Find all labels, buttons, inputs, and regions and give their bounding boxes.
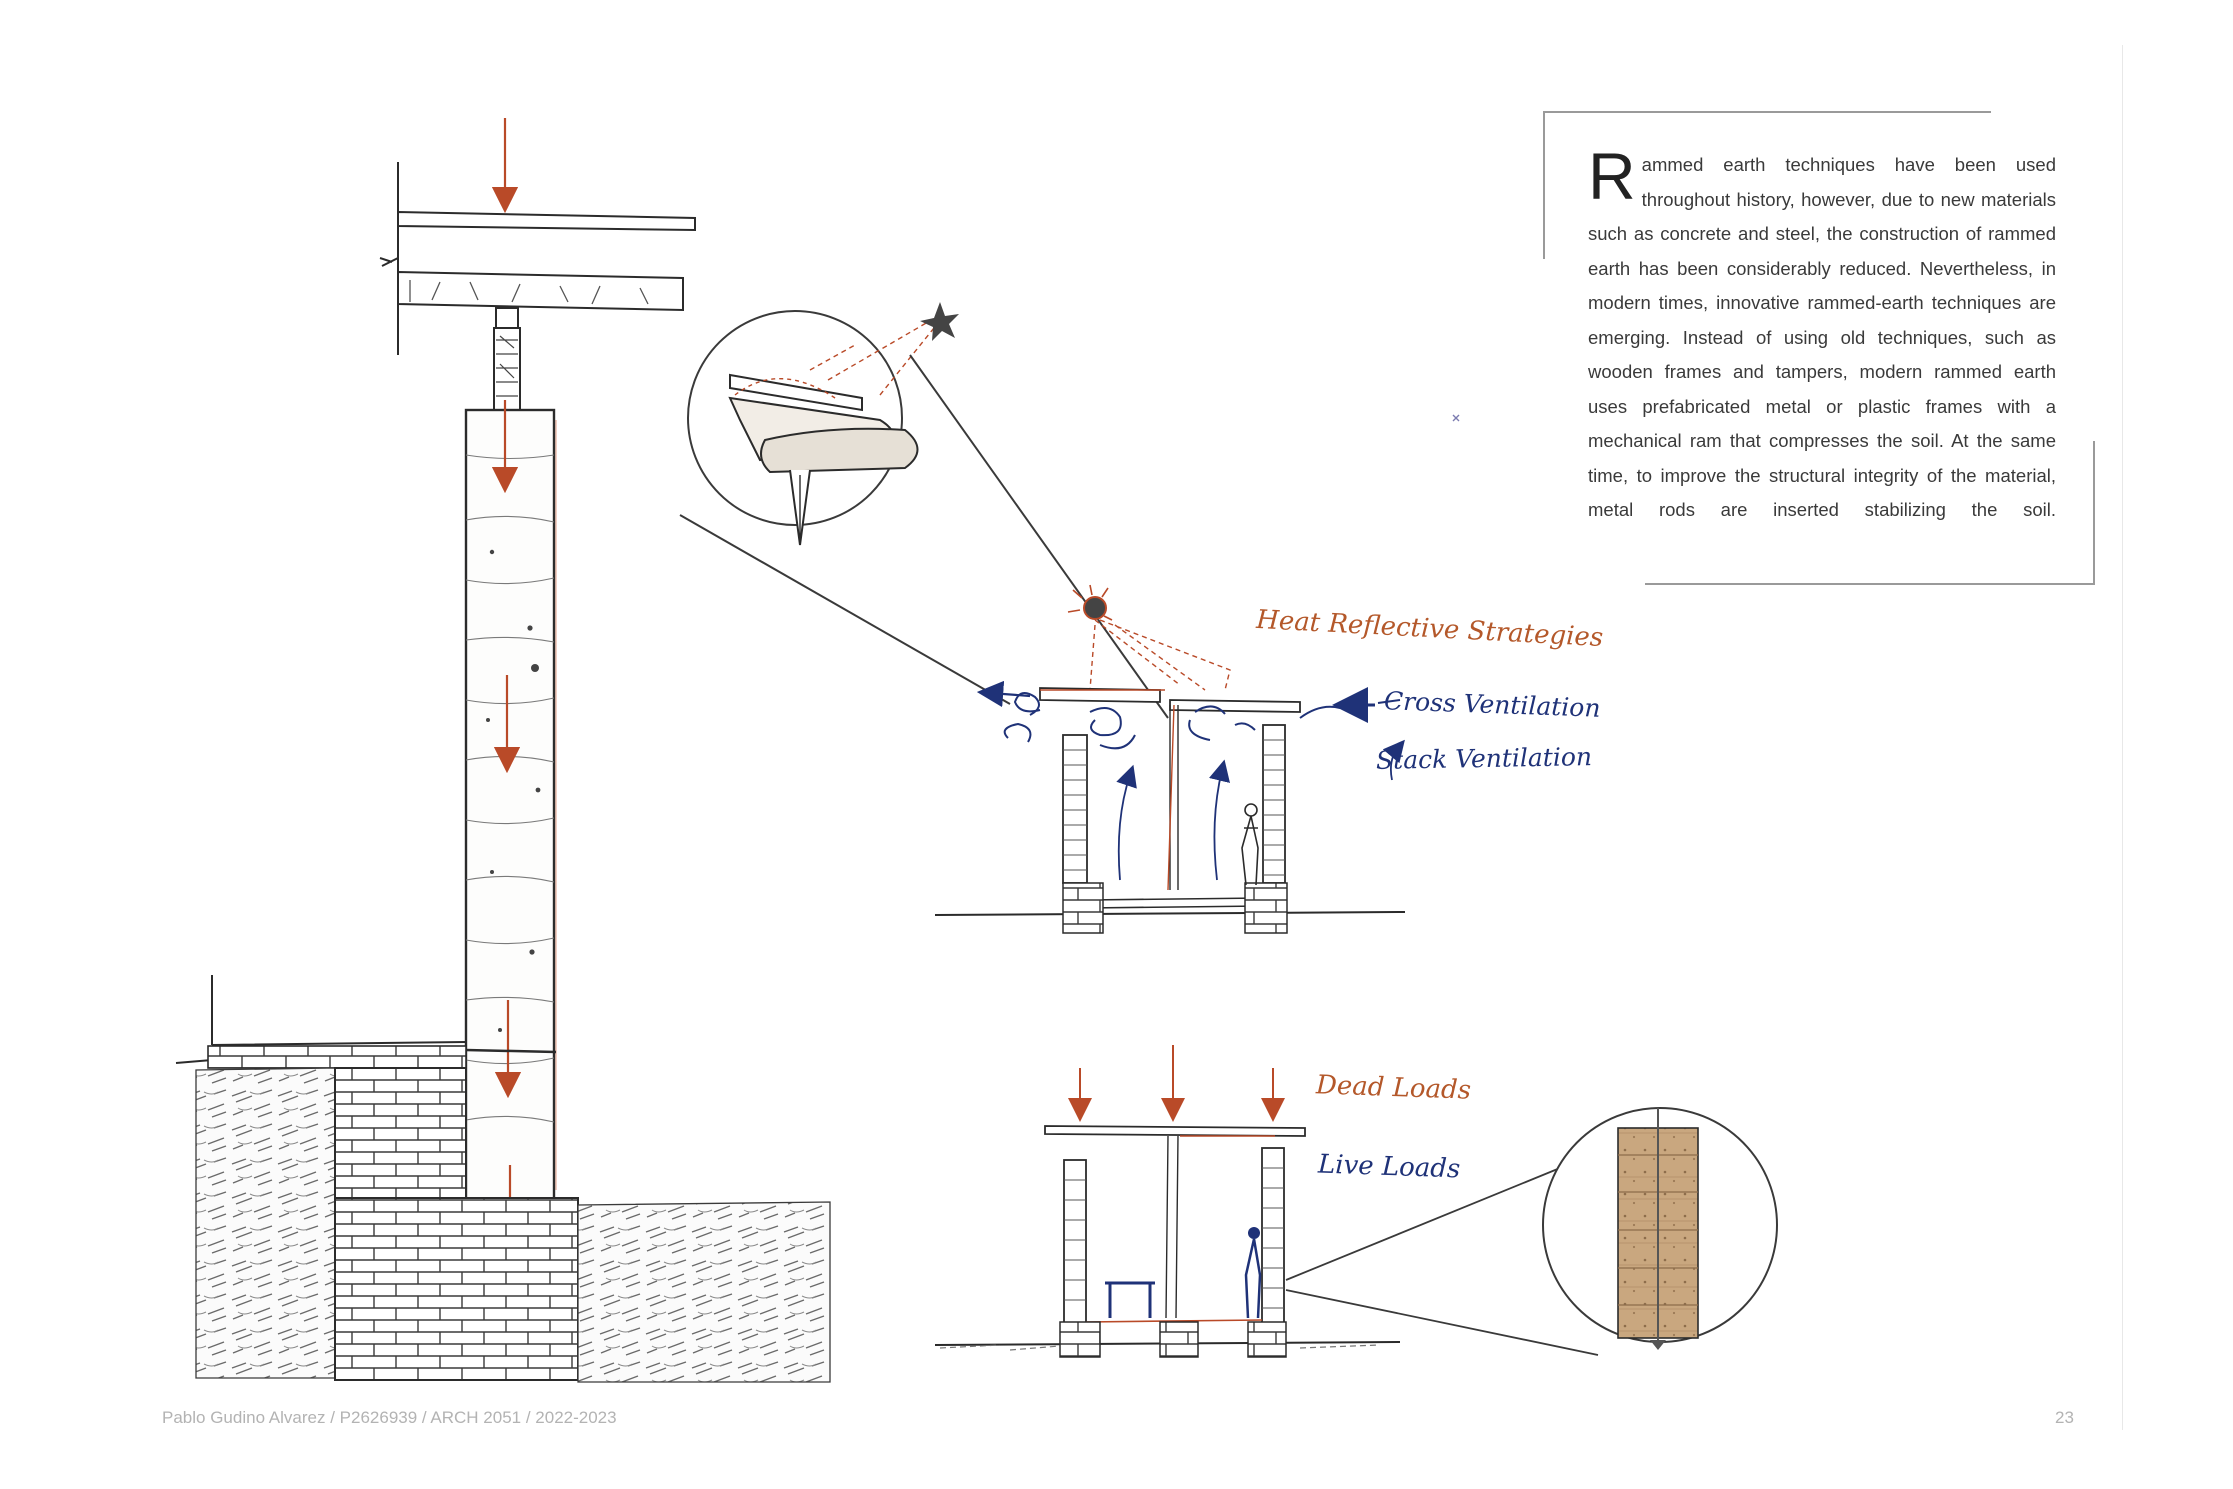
wall-section-drawing [175,118,831,1383]
ventilation-section-drawing [934,584,1406,934]
loads-section-drawing [934,1045,1599,1358]
label-stack-ventilation: Stack Ventilation [1375,742,1593,775]
text-frame-right-line [2093,441,2095,585]
drop-cap: R [1588,139,1636,213]
page-edge-line [2122,45,2123,1430]
label-dead-loads: Dead Loads [1315,1070,1472,1106]
text-frame-bottom-line [1645,583,2095,585]
body-paragraph-text: ammed earth techniques have been used th… [1588,154,2056,520]
text-frame-top-line [1543,111,1991,113]
text-frame-left-line [1543,111,1545,259]
page-number: 23 [2055,1408,2074,1427]
stray-mark [1452,414,1460,422]
label-live-loads: Live Loads [1317,1149,1461,1185]
footer-credit: Pablo Gudino Alvarez / P2626939 / ARCH 2… [162,1408,617,1427]
rammed-earth-detail-callout [1542,1107,1778,1350]
roof-detail-callout [679,302,1169,719]
